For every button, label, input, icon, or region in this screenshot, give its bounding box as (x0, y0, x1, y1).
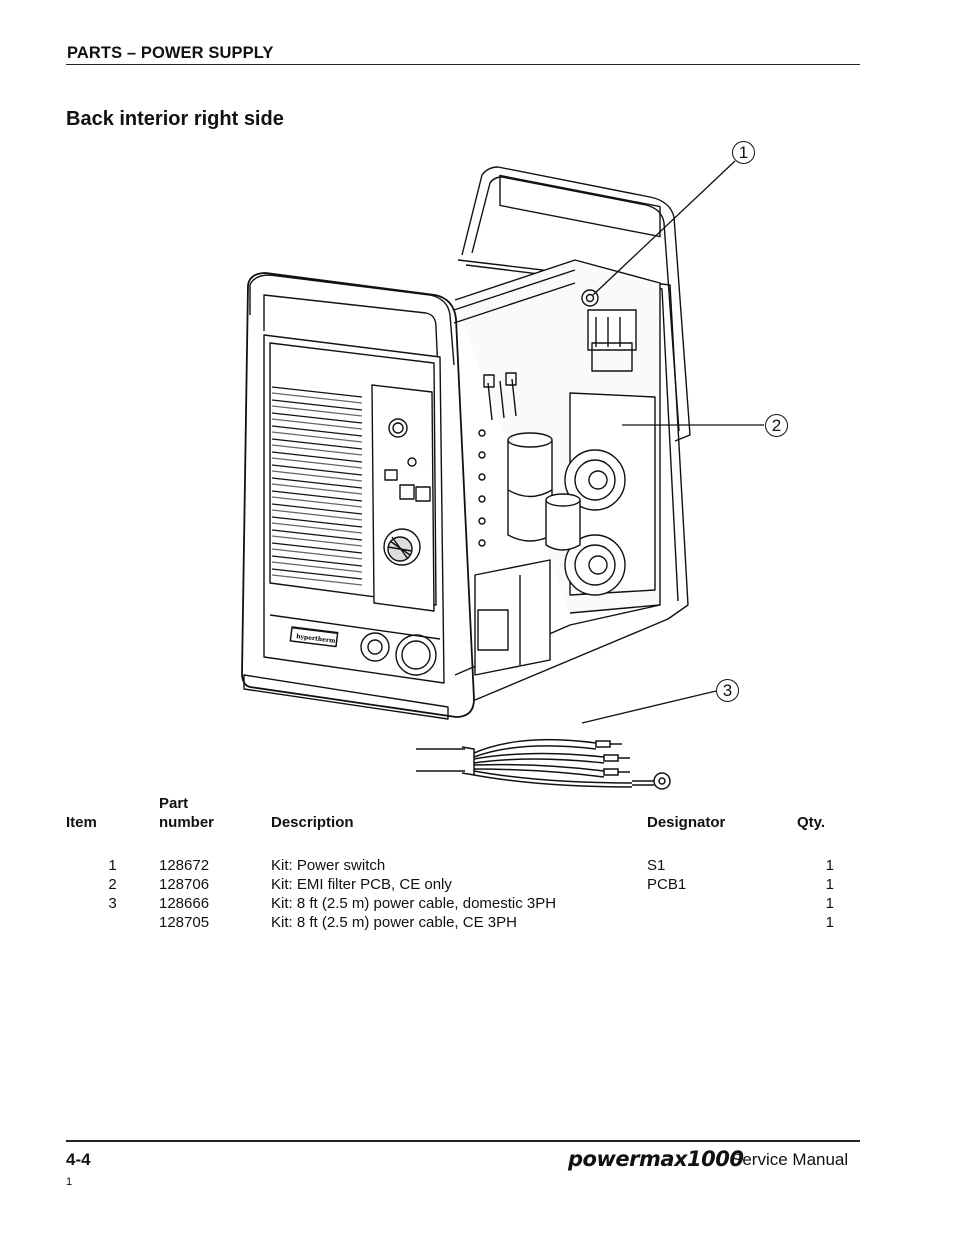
table-row: 2 128706 Kit: EMI filter PCB, CE only PC… (108, 876, 834, 893)
manual-label: Service Manual (731, 1150, 849, 1169)
section-header: PARTS – POWER SUPPLY (67, 44, 274, 62)
callout-1: 1 (732, 141, 755, 164)
callout-2: 2 (765, 414, 788, 437)
page-number: 4-4 (66, 1150, 91, 1169)
header-designator: Designator (647, 814, 726, 831)
brand-badge-text: hypertherm (296, 633, 337, 645)
footer-note: 1 (66, 1176, 73, 1188)
footer-rule (66, 1140, 860, 1142)
header-description: Description (271, 814, 354, 831)
table-row: 128705 Kit: 8 ft (2.5 m) power cable, CE… (159, 914, 834, 931)
table-row: 3 128666 Kit: 8 ft (2.5 m) power cable, … (108, 895, 834, 912)
header-item: Item (66, 814, 97, 831)
page-title: Back interior right side (66, 108, 284, 130)
product-logo: powermax1000 (568, 1147, 744, 1171)
power-supply-illustration: hypertherm (230, 135, 800, 795)
header-qty: Qty. (797, 814, 826, 831)
callout-3: 3 (716, 679, 739, 702)
table-row: 1 128672 Kit: Power switch S1 1 (108, 857, 834, 874)
header-rule (66, 64, 860, 65)
power-supply-drawing: hypertherm (241, 160, 764, 790)
